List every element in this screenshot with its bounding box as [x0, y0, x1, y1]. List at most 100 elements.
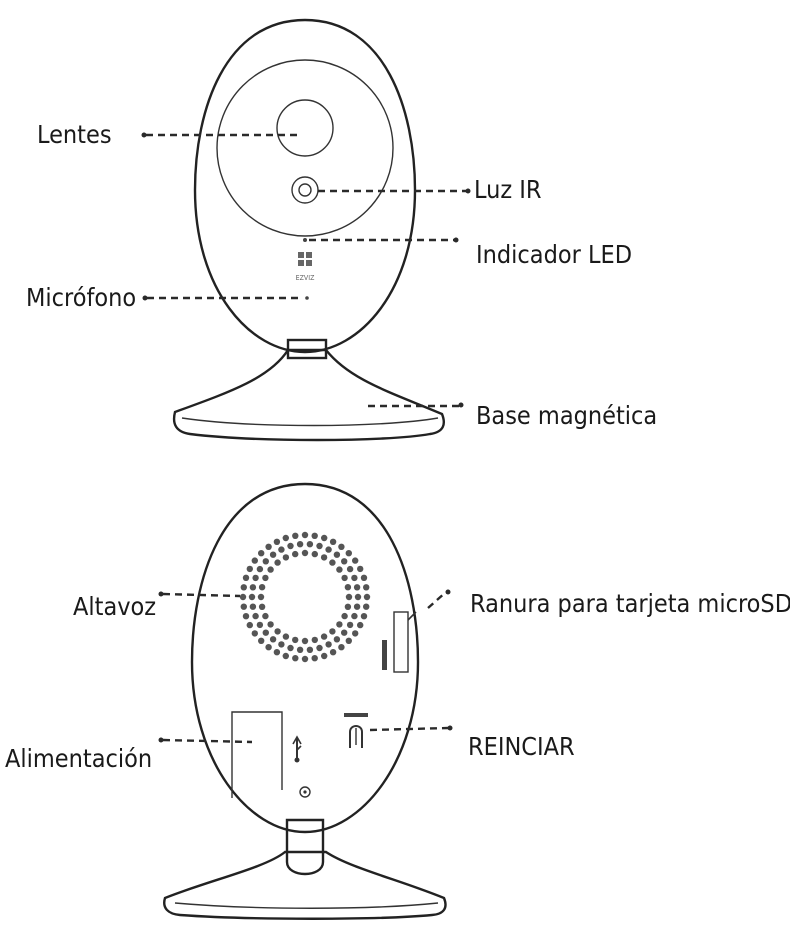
speaker-hole: [287, 542, 294, 550]
screw: [299, 786, 311, 798]
speaker-hole: [292, 550, 299, 558]
speaker-hole: [262, 558, 269, 565]
usb-icon: [292, 735, 302, 763]
speaker-hole: [363, 593, 371, 601]
speaker-hole: [333, 551, 341, 558]
speaker-hole: [252, 612, 259, 620]
speaker-hole: [346, 621, 354, 629]
speaker-hole: [262, 629, 269, 636]
speaker-hole: [316, 644, 323, 652]
back-body: [190, 482, 420, 834]
label-microsd: Ranura para tarjeta microSD: [470, 589, 790, 618]
back-base: [163, 850, 447, 920]
speaker-hole: [292, 655, 299, 662]
speaker-hole: [333, 636, 341, 643]
speaker-hole: [353, 584, 361, 591]
speaker-hole: [239, 593, 247, 601]
speaker-hole: [258, 603, 266, 610]
power-port: [231, 711, 283, 798]
callout-microphone: Micrófono: [26, 283, 302, 312]
callout-reset: REINCIAR: [369, 725, 575, 761]
speaker-hole: [292, 636, 299, 644]
speaker-hole: [301, 549, 309, 557]
callout-ir-light: Luz IR: [318, 175, 542, 204]
speaker-hole: [246, 621, 253, 629]
callout-power: Alimentación: [5, 737, 253, 773]
speaker-hole: [292, 532, 299, 539]
speaker-hole: [249, 603, 257, 610]
front-base: [172, 348, 445, 442]
speaker-hole: [282, 633, 290, 640]
speaker-hole: [357, 621, 364, 629]
speaker-hole: [273, 649, 281, 656]
speaker-hole: [242, 574, 250, 581]
speaker-hole: [311, 532, 318, 539]
speaker-hole: [265, 543, 272, 550]
speaker-hole: [251, 630, 258, 637]
microphone-hole: [305, 296, 309, 300]
speaker-hole: [354, 593, 362, 601]
speaker-hole: [301, 655, 309, 663]
label-microphone: Micrófono: [26, 283, 136, 312]
speaker-hole: [251, 557, 258, 564]
speaker-hole: [346, 565, 354, 573]
speaker-hole: [320, 633, 328, 640]
speaker-hole: [265, 644, 272, 651]
speaker-hole: [311, 636, 318, 644]
back-view: [163, 482, 447, 920]
speaker-hole: [256, 621, 264, 629]
speaker-hole: [248, 593, 256, 601]
speaker-hole: [306, 541, 314, 548]
label-lens: Lentes: [37, 120, 112, 149]
speaker-hole: [363, 584, 370, 591]
speaker-hole: [338, 644, 345, 651]
speaker-hole: [329, 559, 336, 566]
speaker-hole: [321, 534, 328, 542]
reset-button: [344, 713, 368, 748]
callout-led: Indicador LED: [309, 237, 632, 269]
speaker-hole: [267, 621, 274, 628]
speaker-hole: [282, 652, 289, 660]
callout-lens: Lentes: [37, 120, 300, 149]
speaker-hole: [336, 566, 343, 573]
speaker-hole: [329, 628, 336, 635]
speaker-hole: [363, 603, 370, 610]
speaker-hole: [325, 641, 332, 648]
speaker-hole: [306, 646, 314, 653]
speaker-hole: [344, 603, 352, 610]
speaker-grille: [239, 531, 371, 663]
svg-text:EZVIZ: EZVIZ: [296, 274, 315, 282]
speaker-hole: [311, 655, 318, 662]
speaker-hole: [341, 574, 348, 582]
speaker-hole: [274, 628, 281, 635]
speaker-hole: [301, 637, 309, 645]
speaker-hole: [269, 551, 277, 558]
speaker-hole: [336, 621, 343, 628]
speaker-hole: [262, 612, 269, 620]
speaker-hole: [262, 574, 269, 582]
speaker-hole: [257, 593, 265, 601]
front-view: EZVIZ: [172, 18, 445, 442]
speaker-hole: [360, 613, 368, 620]
speaker-hole: [329, 538, 337, 545]
callout-base: Base magnética: [368, 401, 657, 430]
speaker-hole: [274, 559, 281, 566]
label-base: Base magnética: [476, 401, 657, 430]
speaker-hole: [338, 543, 345, 550]
back-neck: [285, 818, 325, 876]
speaker-hole: [344, 584, 352, 591]
speaker-hole: [321, 652, 328, 660]
speaker-hole: [320, 554, 328, 561]
speaker-hole: [352, 630, 359, 637]
lens: [276, 99, 334, 157]
speaker-hole: [329, 649, 337, 656]
speaker-hole: [278, 641, 285, 648]
speaker-hole: [345, 637, 352, 644]
speaker-hole: [345, 550, 352, 557]
label-reset: REINCIAR: [468, 732, 575, 761]
speaker-hole: [352, 557, 359, 564]
microsd-slot: [382, 611, 417, 673]
speaker-hole: [282, 554, 290, 561]
speaker-hole: [325, 546, 332, 553]
